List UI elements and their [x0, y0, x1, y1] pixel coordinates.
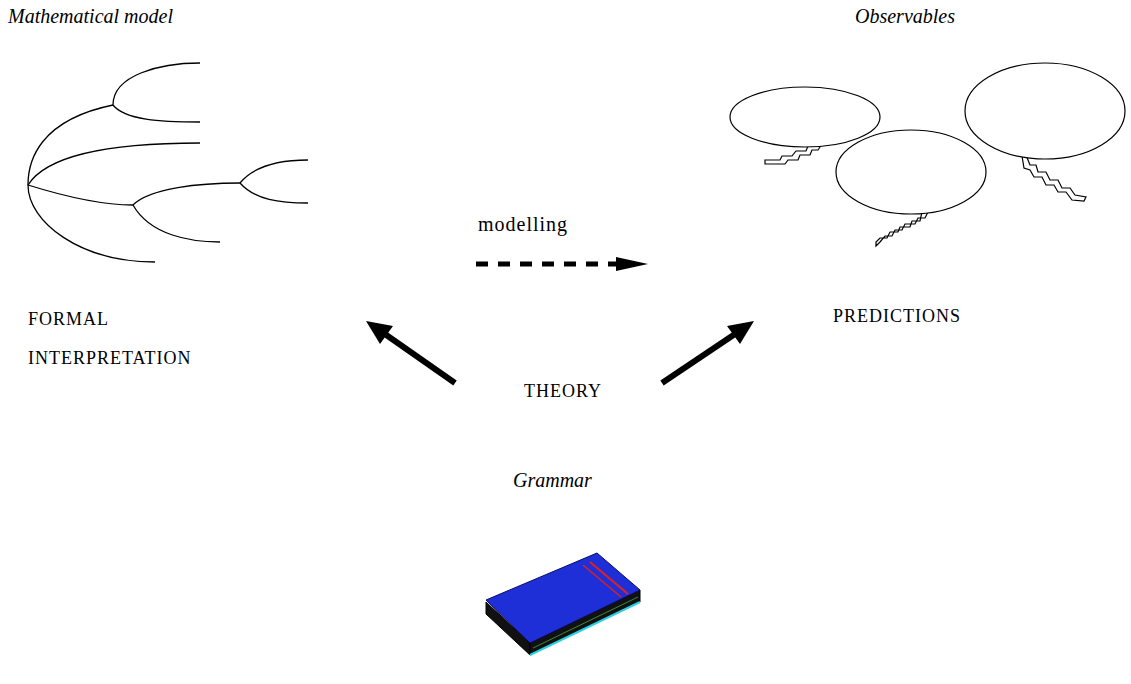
- grammar-book: [486, 553, 640, 655]
- modelling-arrow: [476, 257, 648, 271]
- arrow-label: modelling: [478, 212, 568, 236]
- theory-arrows: [366, 321, 754, 383]
- model-heading: Mathematical model: [8, 4, 173, 28]
- theory-label: THEORY: [524, 381, 602, 403]
- interpretation-label: FORMAL INTERPRETATION: [28, 300, 208, 378]
- grammar-heading: Grammar: [513, 468, 592, 492]
- speech-bubbles: [730, 63, 1125, 246]
- observables-heading: Observables: [855, 4, 955, 28]
- tree-model: [28, 63, 308, 262]
- predictions-label: PREDICTIONS: [833, 306, 961, 328]
